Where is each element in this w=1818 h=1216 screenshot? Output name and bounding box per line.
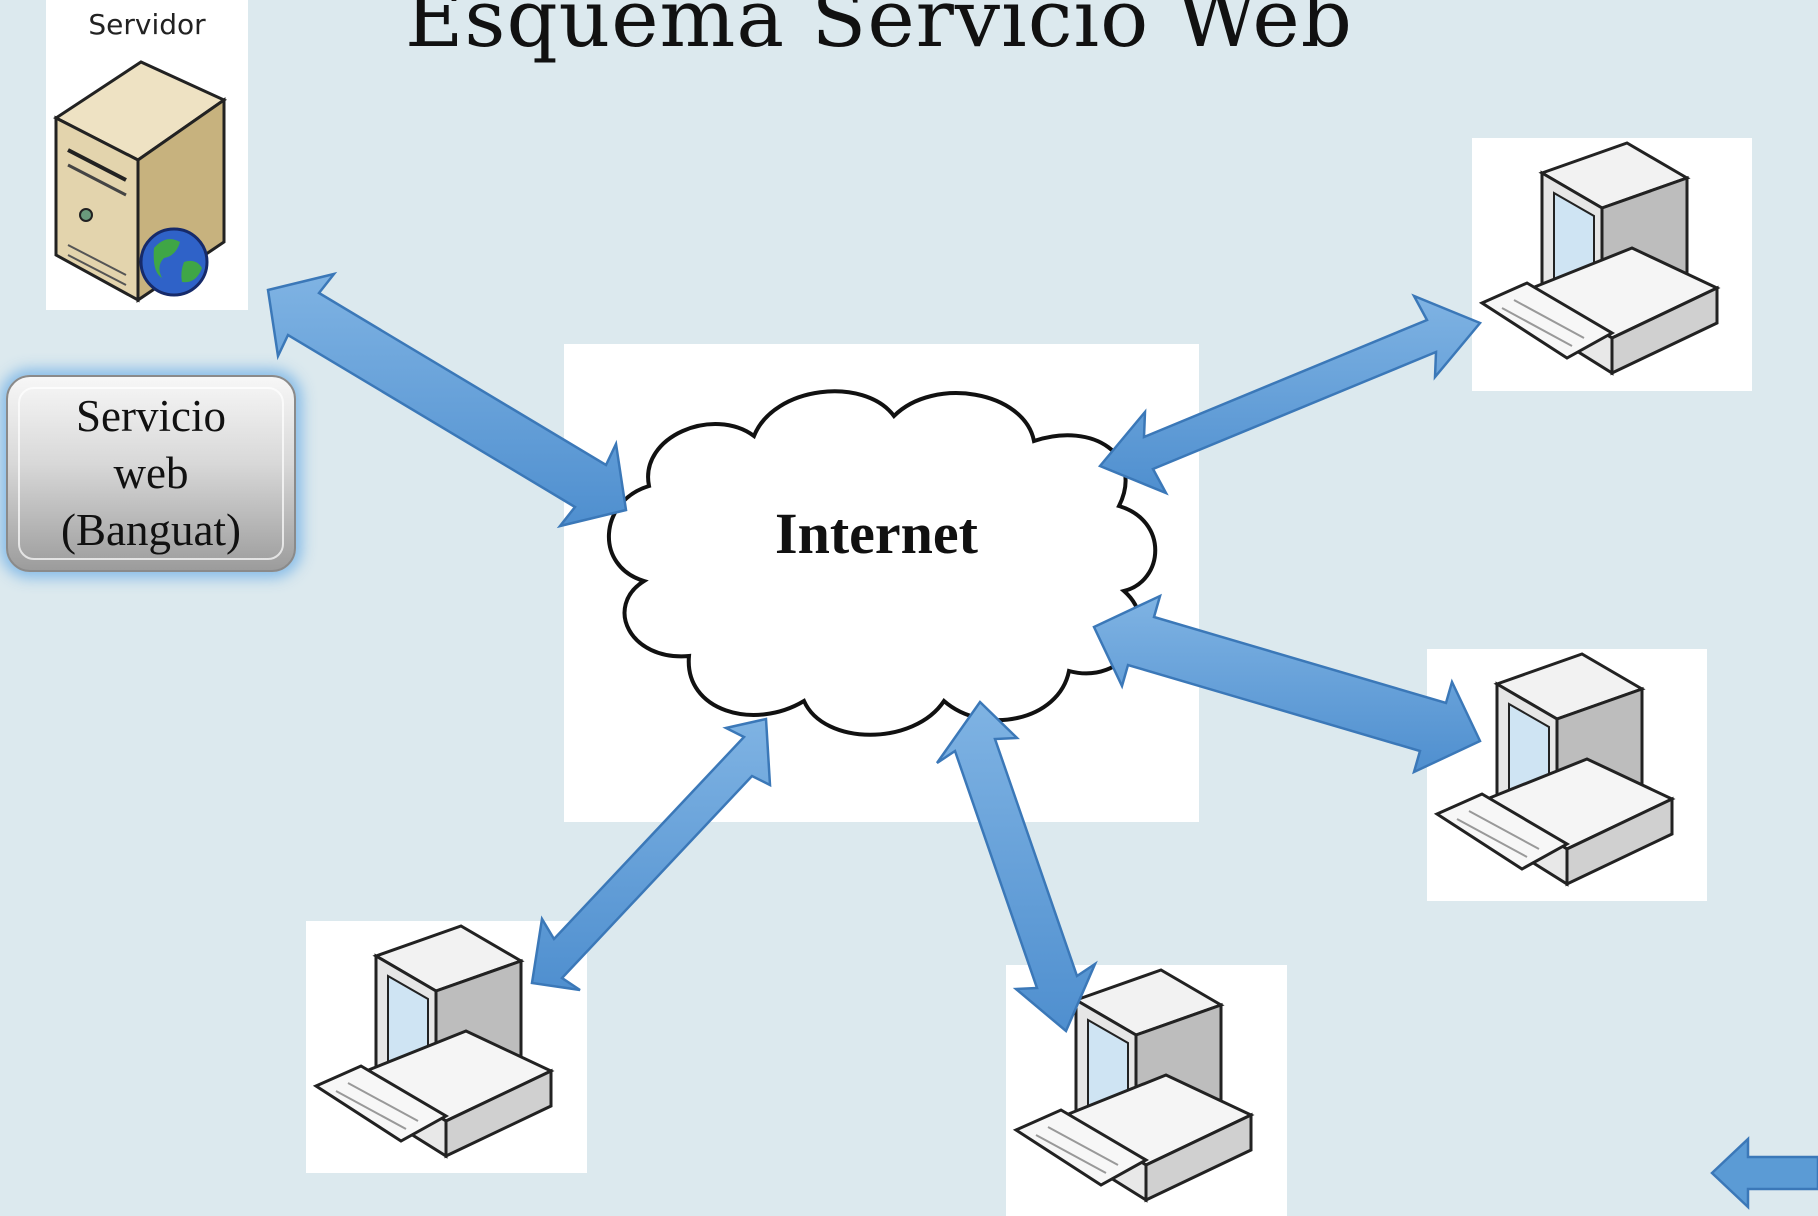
server-card: Servidor (46, 0, 248, 310)
web-service-label-line: (Banguat) (61, 505, 241, 555)
client-computer-3 (306, 921, 587, 1173)
web-service-label-line: Servicio (76, 391, 226, 441)
arrow-internet-pc4 (935, 700, 1098, 1034)
arrow-server-internet (266, 271, 628, 529)
web-service-label-line: web (113, 448, 189, 498)
client-computer-4 (1006, 965, 1287, 1216)
web-service-button[interactable]: Servicio web (Banguat) (6, 375, 296, 572)
slide-title: Esquema Servicio Web (405, 0, 1353, 65)
web-service-button-bevel (18, 387, 284, 560)
web-service-label: Servicio web (Banguat) (8, 388, 294, 559)
server-label: Servidor (88, 8, 206, 41)
computer-icon (1012, 968, 1255, 1203)
client-computer-1 (1472, 138, 1752, 391)
cloud-card (564, 344, 1199, 822)
computer-icon (1433, 652, 1676, 887)
computer-icon (1478, 141, 1721, 376)
arrow-internet-pc1 (1097, 293, 1483, 496)
client-computer-2 (1427, 649, 1707, 901)
server-globe-icon (53, 60, 228, 303)
arrow-internet-pc3 (530, 717, 772, 992)
computer-icon (312, 924, 555, 1159)
arrow-internet-pc2 (1092, 593, 1482, 775)
internet-label: Internet (775, 501, 978, 566)
